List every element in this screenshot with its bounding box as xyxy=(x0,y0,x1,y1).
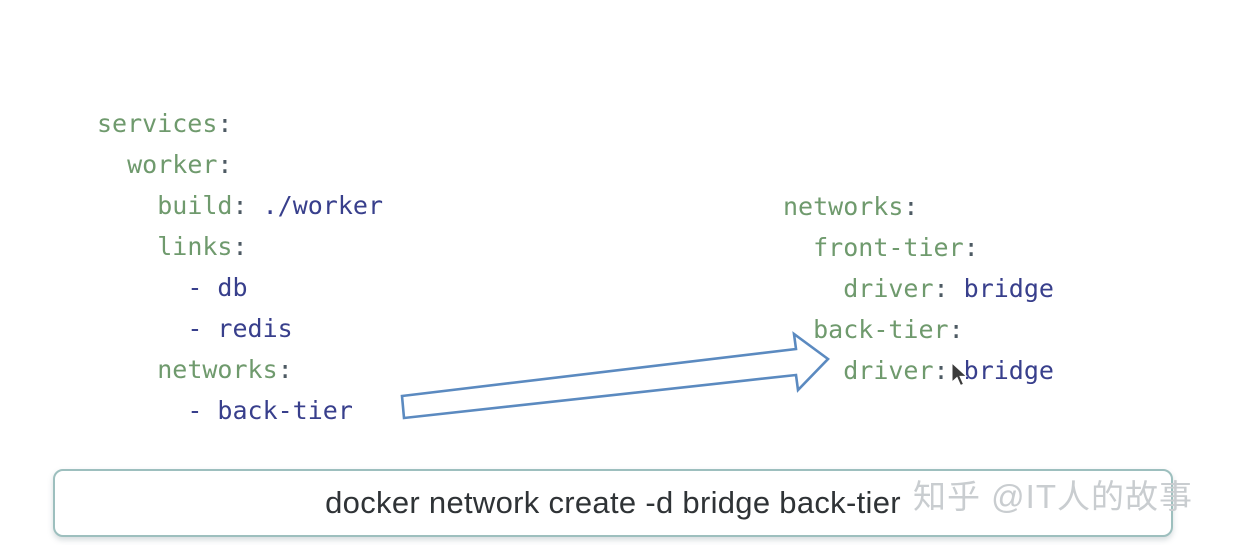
yaml-key: build xyxy=(157,191,233,220)
yaml-key: front-tier xyxy=(813,233,964,262)
yaml-indent xyxy=(783,274,843,303)
yaml-colon: : xyxy=(232,232,248,261)
yaml-indent xyxy=(97,273,187,302)
yaml-line: services: xyxy=(97,103,383,144)
yaml-colon: : xyxy=(948,315,964,344)
yaml-line: - redis xyxy=(97,308,383,349)
yaml-indent xyxy=(97,314,187,343)
yaml-value: ./worker xyxy=(247,191,384,220)
yaml-line: links: xyxy=(97,226,383,267)
yaml-line: - back-tier xyxy=(97,390,383,431)
yaml-key: services xyxy=(97,109,218,138)
yaml-indent xyxy=(97,355,157,384)
docker-command-callout: docker network create -d bridge back-tie… xyxy=(53,469,1173,537)
yaml-list-dash: - xyxy=(187,396,203,425)
yaml-indent xyxy=(97,396,187,425)
yaml-list-item: redis xyxy=(202,314,293,343)
yaml-value: bridge xyxy=(948,356,1054,385)
yaml-indent xyxy=(97,232,157,261)
yaml-list-dash: - xyxy=(187,314,203,343)
yaml-colon: : xyxy=(277,355,293,384)
yaml-list-item: db xyxy=(202,273,248,302)
yaml-line: networks: xyxy=(97,349,383,390)
yaml-key: back-tier xyxy=(813,315,949,344)
yaml-line: front-tier: xyxy=(783,227,1054,268)
yaml-key: links xyxy=(157,232,233,261)
docker-command-text: docker network create -d bridge back-tie… xyxy=(325,485,901,520)
yaml-colon: : xyxy=(903,192,919,221)
yaml-colon: : xyxy=(933,356,949,385)
yaml-line: driver: bridge xyxy=(783,350,1054,391)
yaml-line: networks: xyxy=(783,186,1054,227)
yaml-colon: : xyxy=(217,150,233,179)
docker-compose-services-block: services: worker: build: ./worker links:… xyxy=(97,103,383,431)
yaml-indent xyxy=(783,233,813,262)
docker-compose-networks-block: networks: front-tier: driver: bridge bac… xyxy=(783,186,1054,391)
yaml-line: driver: bridge xyxy=(783,268,1054,309)
yaml-key: networks xyxy=(157,355,278,384)
yaml-indent xyxy=(783,315,813,344)
yaml-indent xyxy=(97,150,127,179)
yaml-key: worker xyxy=(127,150,218,179)
annotation-block-arrow-icon xyxy=(400,331,830,420)
yaml-indent xyxy=(783,356,843,385)
yaml-line: - db xyxy=(97,267,383,308)
yaml-line: build: ./worker xyxy=(97,185,383,226)
yaml-line: back-tier: xyxy=(783,309,1054,350)
yaml-value: bridge xyxy=(948,274,1054,303)
yaml-line: worker: xyxy=(97,144,383,185)
yaml-list-dash: - xyxy=(187,273,203,302)
yaml-colon: : xyxy=(232,191,248,220)
mouse-pointer-icon xyxy=(951,362,968,387)
yaml-key: driver xyxy=(843,356,934,385)
yaml-indent xyxy=(97,191,157,220)
yaml-colon: : xyxy=(963,233,979,262)
yaml-list-item: back-tier xyxy=(202,396,353,425)
yaml-key: driver xyxy=(843,274,934,303)
yaml-colon: : xyxy=(217,109,233,138)
yaml-colon: : xyxy=(933,274,949,303)
yaml-key: networks xyxy=(783,192,904,221)
